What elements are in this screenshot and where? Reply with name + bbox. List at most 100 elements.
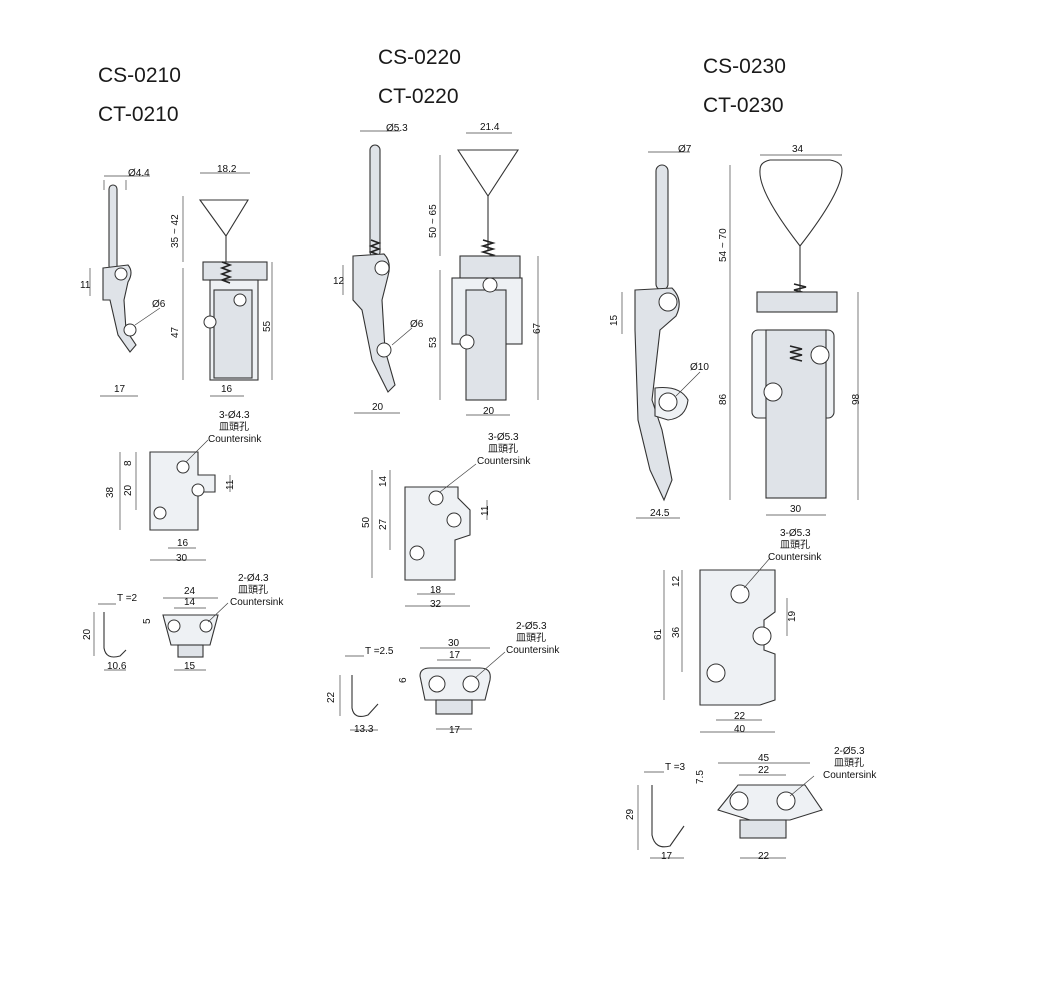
plate-note-holes: 3-Ø4.3 — [219, 410, 250, 421]
hook-profile — [651, 785, 685, 848]
dim-hook-top-w3: 22 — [758, 851, 770, 862]
dim-front-height-2: 98 — [851, 393, 862, 405]
dim-hook-top-w2: 17 — [449, 650, 461, 661]
side-view-drawing: Ø5.3 12 Ø6 20 — [333, 123, 424, 414]
dim-hook-thickness: T =2.5 — [365, 646, 394, 657]
spring — [368, 239, 382, 256]
model-group-0210: CS-0210 CT-0210 Ø4.4 11 Ø6 17 — [80, 64, 284, 672]
dim-plate-d3: 50 — [361, 516, 372, 528]
dim-front-height-1: 53 — [428, 336, 439, 348]
model-group-0220: CS-0220 CT-0220 Ø5.3 12 Ø6 20 — [326, 46, 560, 736]
plate-view-drawing: 8 20 38 11 16 30 3-Ø4.3 皿頭孔 Countersink — [105, 410, 262, 564]
model-title-ct: CT-0230 — [703, 94, 784, 117]
mount-hole-a — [233, 293, 247, 307]
hook-note-en: Countersink — [823, 770, 877, 781]
spring — [219, 261, 233, 284]
model-title-cs: CS-0210 — [98, 64, 181, 87]
mount-hole-b — [459, 334, 475, 350]
dim-front-height-2: 67 — [532, 322, 543, 334]
dim-wire-diameter: Ø5.3 — [386, 123, 408, 134]
side-view-drawing: Ø4.4 11 Ø6 17 — [80, 168, 166, 397]
dim-front-top-width: 34 — [792, 144, 804, 155]
countersink-hole-1 — [176, 460, 190, 474]
dim-hook-top-w3: 15 — [184, 661, 196, 672]
hook-side-drawing: T =2.5 22 13.3 — [326, 646, 394, 735]
mount-hole-a — [482, 277, 498, 293]
dim-plate-w2: 30 — [176, 553, 188, 564]
hook-tab — [739, 819, 787, 839]
loop-handle — [198, 199, 249, 237]
dim-plate-d1: 12 — [671, 575, 682, 587]
dim-plate-d4: 11 — [225, 479, 236, 490]
hook-top-drawing: 24 14 5 15 2-Ø4.3 皿頭孔 Countersink — [142, 573, 284, 672]
countersink-hole-3 — [409, 545, 425, 561]
pivot-hole — [658, 292, 678, 312]
hook-note-holes: 2-Ø5.3 — [834, 746, 865, 757]
hook-profile — [103, 612, 127, 658]
plate-note-holes: 3-Ø5.3 — [488, 432, 519, 443]
hook-top-drawing: 30 17 6 17 2-Ø5.3 皿頭孔 Countersink — [398, 621, 560, 736]
countersink-hole-2 — [446, 512, 462, 528]
model-title-cs: CS-0220 — [378, 46, 461, 69]
latch-lever — [102, 264, 137, 353]
dim-side-height: 15 — [609, 314, 620, 326]
dim-hole-diameter: Ø6 — [410, 319, 424, 330]
hook-side-drawing: T =3 7.5 29 17 — [625, 762, 706, 862]
hook-hole-1 — [428, 675, 446, 693]
dim-plate-w1: 18 — [430, 585, 442, 596]
dim-hole-diameter: Ø10 — [690, 362, 709, 373]
dim-hook-top-w3: 17 — [449, 725, 461, 736]
top-bracket — [459, 255, 521, 279]
front-view-drawing: 21.4 50 ~ 65 53 67 20 — [428, 122, 543, 417]
dim-hook-top-w1: 30 — [448, 638, 460, 649]
side-view-drawing: Ø7 15 Ø10 24.5 — [609, 144, 709, 519]
latch-wire — [655, 164, 669, 291]
dim-side-width: 17 — [114, 384, 126, 395]
hook-side-drawing: T =2 20 10.6 — [82, 593, 138, 672]
mount-hole-b — [763, 382, 783, 402]
model-group-0230: CS-0230 CT-0230 Ø7 15 Ø10 24.5 — [609, 55, 877, 862]
front-view-drawing: 18.2 35 ~ 42 47 55 16 — [170, 164, 273, 397]
top-bracket — [756, 291, 838, 313]
dim-loop-range: 54 ~ 70 — [718, 228, 729, 262]
dim-hole-diameter: Ø6 — [152, 299, 166, 310]
countersink-hole-2 — [191, 483, 205, 497]
model-title-ct: CT-0220 — [378, 85, 459, 108]
hook-note-holes: 2-Ø4.3 — [238, 573, 269, 584]
plate-view-drawing: 14 27 50 11 18 32 3-Ø5.3 皿頭孔 Countersink — [361, 432, 531, 610]
dim-loop-range: 35 ~ 42 — [170, 214, 181, 248]
hook-note-en: Countersink — [506, 645, 560, 656]
hook-profile — [351, 675, 379, 717]
dim-plate-d3: 38 — [105, 486, 116, 498]
dim-front-bottom-width: 20 — [483, 406, 495, 417]
dim-plate-w2: 32 — [430, 599, 442, 610]
hook-hole-2 — [199, 619, 213, 633]
dim-hook-height: 22 — [326, 691, 337, 703]
hook-hole — [123, 323, 137, 337]
top-bracket — [202, 261, 268, 281]
mount-hole-b — [203, 315, 217, 329]
plate-note-en: Countersink — [768, 552, 822, 563]
dim-plate-w1: 22 — [734, 711, 746, 722]
countersink-hole-1 — [428, 490, 444, 506]
spring-lower — [789, 345, 803, 362]
hook-note-cn: 皿頭孔 — [238, 584, 268, 596]
dim-plate-d1: 8 — [123, 460, 134, 466]
plate-note-holes: 3-Ø5.3 — [780, 528, 811, 539]
dim-hook-width: 17 — [661, 851, 673, 862]
hook-note-cn: 皿頭孔 — [834, 757, 864, 769]
dim-hook-height: 29 — [625, 808, 636, 820]
hook-note-en: Countersink — [230, 597, 284, 608]
dim-front-height-1: 47 — [170, 326, 181, 338]
dim-side-width: 24.5 — [650, 508, 670, 519]
loop-handle — [456, 149, 520, 198]
dim-hook-h2: 7.5 — [695, 770, 706, 784]
dim-plate-d3: 61 — [653, 628, 664, 640]
dim-wire-diameter: Ø4.4 — [128, 168, 150, 179]
model-title-ct: CT-0210 — [98, 103, 179, 126]
dim-side-height: 11 — [80, 280, 91, 291]
dim-side-height: 12 — [333, 276, 345, 287]
dim-plate-d2: 27 — [378, 518, 389, 530]
hook-hole-1 — [167, 619, 181, 633]
